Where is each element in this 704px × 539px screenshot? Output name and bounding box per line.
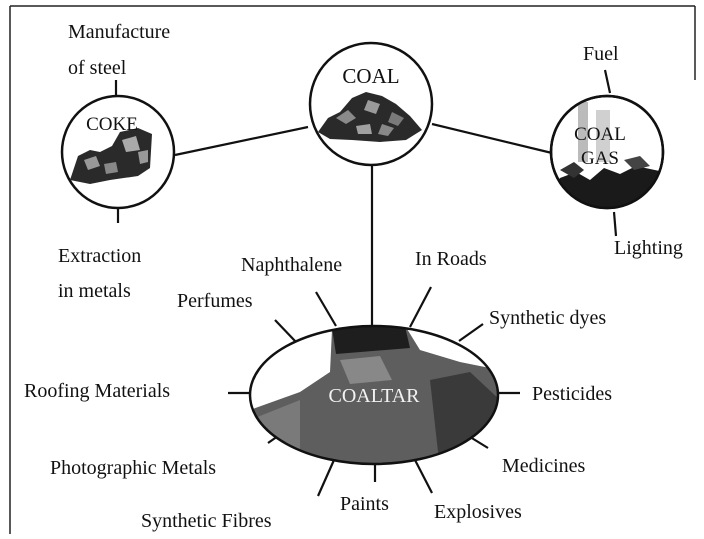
coal-gas-use-lighting: Lighting	[614, 237, 683, 259]
coal-node: COAL	[310, 43, 432, 165]
spoke-naphthalene	[316, 292, 336, 326]
coke-use-manufacture: Manufacture	[68, 21, 170, 43]
coal-gas-node: COAL GAS	[550, 96, 664, 210]
product-pesticides: Pesticides	[532, 383, 612, 405]
coal-label: COAL	[342, 64, 399, 88]
spoke-synthetic-dyes	[459, 324, 483, 341]
coal-to-coalgas-line	[432, 124, 552, 153]
product-perfumes: Perfumes	[177, 290, 253, 312]
spoke-in-roads	[410, 287, 431, 327]
coal-gas-label-line1: COAL	[574, 124, 626, 145]
coke-use-in-metals: in metals	[58, 280, 131, 302]
product-explosives: Explosives	[434, 501, 522, 523]
coke-use-of-steel: of steel	[68, 57, 127, 79]
product-paints: Paints	[340, 493, 389, 515]
coaltar-label: COALTAR	[328, 385, 420, 407]
spoke-synthetic-fibres	[318, 460, 334, 496]
coaltar-node: COALTAR	[250, 322, 500, 470]
coal-gas-use-fuel: Fuel	[583, 43, 619, 65]
spoke-perfumes	[275, 320, 296, 342]
coke-label: COKE	[86, 114, 138, 135]
product-in-roads: In Roads	[415, 248, 487, 270]
coalgas-down-line	[614, 212, 616, 236]
product-roofing-materials: Roofing Materials	[24, 380, 170, 402]
coal-to-coke-line	[175, 127, 308, 155]
product-photographic-metals: Photographic Metals	[50, 457, 216, 479]
coalgas-up-line	[605, 70, 610, 93]
coal-gas-label-line2: GAS	[581, 148, 619, 169]
product-medicines: Medicines	[502, 455, 586, 477]
spoke-explosives	[415, 460, 432, 493]
coke-use-extraction: Extraction	[58, 245, 141, 267]
coke-node: COKE	[62, 96, 174, 208]
product-synthetic-dyes: Synthetic dyes	[489, 307, 606, 329]
product-naphthalene: Naphthalene	[241, 254, 342, 276]
product-synthetic-fibres: Synthetic Fibres	[141, 510, 272, 532]
